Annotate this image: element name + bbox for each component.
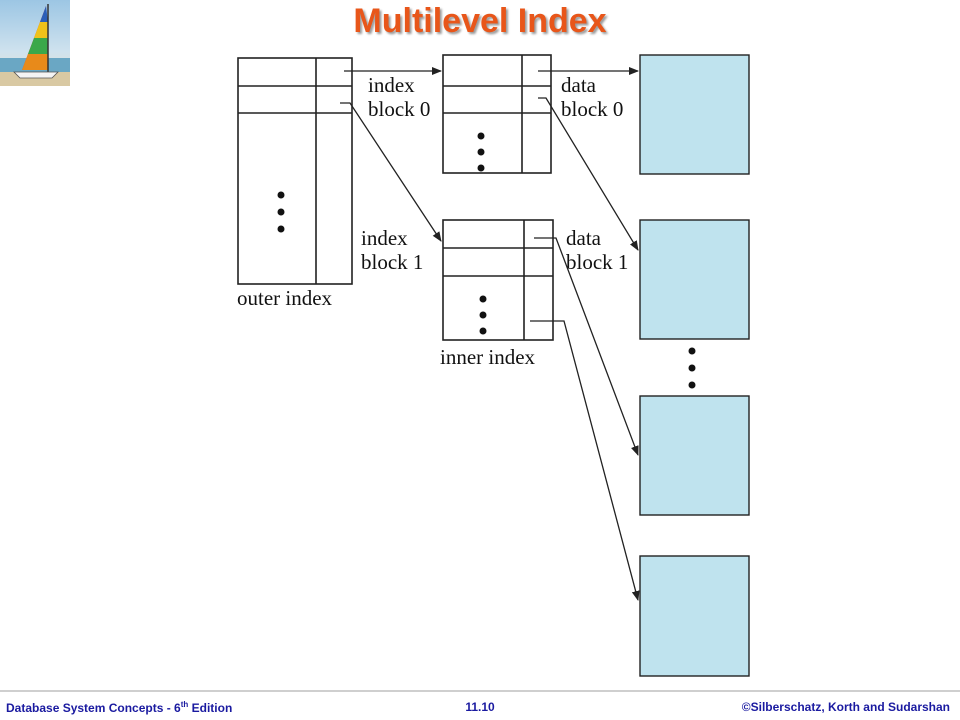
data-block-1-label-line1: data	[566, 226, 602, 250]
pointer-arrows	[340, 67, 640, 601]
index-block-0-table	[442, 54, 552, 174]
arrow-index0-to-data-block-1	[538, 97, 639, 251]
index-block-1-label-line2: block 1	[361, 250, 423, 274]
index-block-1-ellipsis	[479, 295, 487, 335]
data-block-0-label-line2: block 0	[561, 97, 623, 121]
footer-edition-suffix: Edition	[188, 701, 233, 715]
index-block-0-label: index block 0	[368, 73, 430, 121]
index-block-0-ellipsis	[477, 132, 485, 172]
inner-index-label: inner index	[440, 345, 536, 369]
footer-copyright: ©Silberschatz, Korth and Sudarshan	[741, 700, 950, 714]
data-blocks-ellipsis	[688, 347, 696, 389]
data-block-0-label: data block 0	[561, 73, 623, 121]
outer-index-ellipsis	[277, 191, 285, 233]
slide-footer: Database System Concepts - 6th Edition 1…	[0, 690, 960, 720]
data-block-1-label: data block 1	[566, 226, 628, 274]
data-block-0-label-line1: data	[561, 73, 597, 97]
data-block-1	[639, 219, 750, 340]
slide-title: Multilevel Index	[353, 2, 607, 40]
data-blocks	[639, 54, 750, 677]
footer-book-title: Database System Concepts - 6th Edition	[6, 700, 232, 715]
data-block-1-label-line2: block 1	[566, 250, 628, 274]
data-block-3	[639, 555, 750, 677]
footer-page-number-text: 11.10	[465, 700, 495, 714]
arrow-outer-to-index-block-1	[340, 102, 442, 242]
index-block-1-label-line1: index	[361, 226, 408, 250]
outer-index-label: outer index	[237, 286, 333, 310]
arrow-index1-to-data-block-3	[530, 320, 640, 601]
arrow-index1-to-data-block-2	[534, 237, 639, 456]
sailboat-logo-icon	[0, 0, 70, 86]
index-block-1-table	[442, 219, 554, 341]
data-block-0	[639, 54, 750, 175]
outer-index-table	[237, 57, 353, 285]
data-block-2	[639, 395, 750, 516]
footer-book-title-text: Database System Concepts - 6	[6, 701, 181, 715]
index-block-0-label-line2: block 0	[368, 97, 430, 121]
footer-edition-superscript: th	[180, 700, 189, 709]
footer-divider	[0, 690, 960, 692]
index-block-1-label: index block 1	[361, 226, 423, 274]
multilevel-index-diagram: outer index index block 0 index block 1 …	[237, 54, 750, 677]
index-block-0-label-line1: index	[368, 73, 415, 97]
